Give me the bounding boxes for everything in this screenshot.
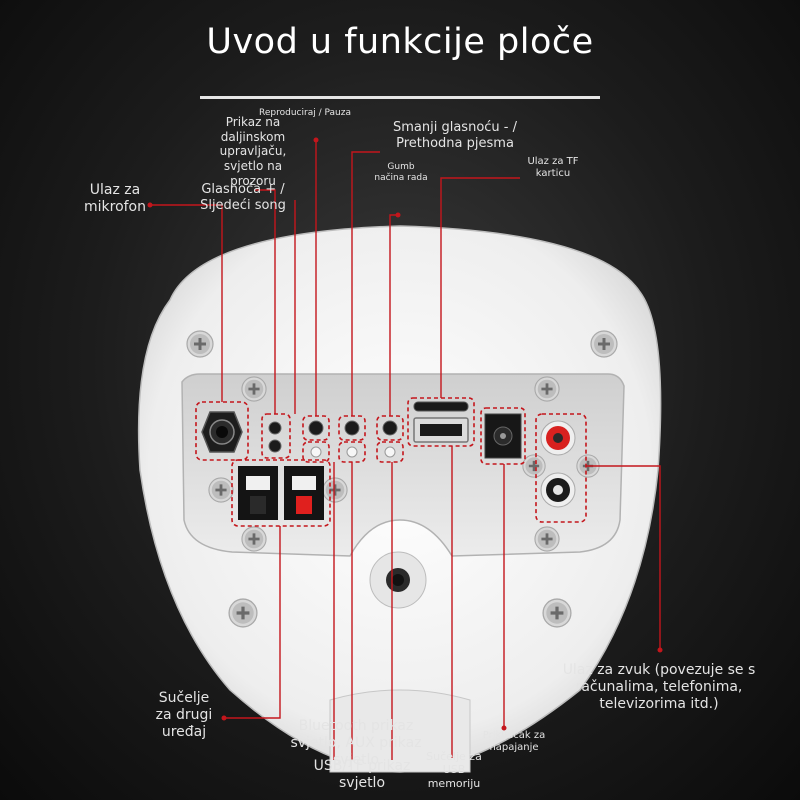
- screw-icon: [590, 330, 618, 358]
- label-power-connector: Priključak za napajanje: [482, 730, 546, 754]
- speaker-terminals: [238, 466, 324, 520]
- label-audio-input: Ulaz za zvuk (povezuje se s računalima, …: [562, 662, 756, 713]
- label-remote-indicator: Prikaz na daljinskom upravljaču, svjetlo…: [219, 115, 287, 188]
- label-usb-tf-light: USB/TF prikaz svjetlo: [313, 758, 411, 792]
- label-bluetooth-aux: Bluetooth prikaz svjetlo, AUX prikaz svj…: [290, 718, 422, 769]
- rca-red-jack: [540, 420, 576, 456]
- label-mic-input: Ulaz za mikrofon: [83, 182, 146, 216]
- screw-icon: [534, 526, 560, 552]
- mic-input-jack: [201, 411, 243, 453]
- label-tf-input: Ulaz za TF karticu: [527, 156, 579, 180]
- label-usb-interface: Sučelje za USB memoriju: [426, 750, 482, 790]
- rca-white-jack: [540, 472, 576, 508]
- screw-icon: [241, 526, 267, 552]
- leader-lines: [150, 140, 661, 760]
- title-divider: [200, 96, 600, 99]
- power-jack: [484, 413, 522, 459]
- leader-dots: [147, 137, 663, 731]
- screw-icon: [186, 330, 214, 358]
- screw-icon: [534, 376, 560, 402]
- label-volume-up-next: Glasnoća + / Sljedeći song: [200, 182, 286, 213]
- label-play-pause: Reproduciraj / Pauza: [259, 108, 351, 118]
- screw-icon: [542, 598, 572, 628]
- label-volume-down-prev: Smanji glasnoću - / Prethodna pjesma: [393, 120, 517, 151]
- label-second-device: Sučelje za drugi uređaj: [155, 690, 213, 741]
- screw-icon: [208, 477, 234, 503]
- button-group: [268, 420, 398, 458]
- usb-port: [413, 417, 469, 443]
- screw-icon: [322, 477, 348, 503]
- page-title: Uvod u funkcije ploče: [206, 22, 594, 62]
- screw-icon: [228, 598, 258, 628]
- screw-icon: [522, 454, 546, 478]
- tf-card-slot: [413, 401, 469, 412]
- screw-icon: [241, 376, 267, 402]
- label-mode-button: Gumb načina rada: [374, 162, 428, 183]
